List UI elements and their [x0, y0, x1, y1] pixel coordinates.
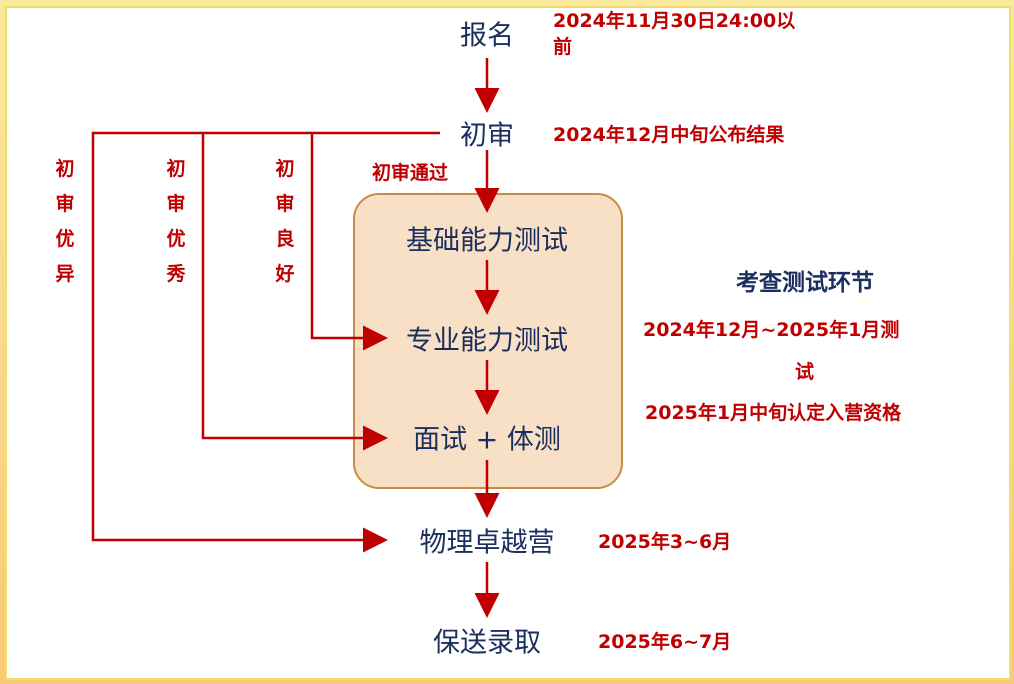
prelim-date: 2024年12月中旬公布结果	[553, 124, 785, 146]
arrow-good-branch	[310, 131, 440, 351]
test-section-title: 考查测试环节	[736, 270, 874, 296]
test-section-line1: 2024年12月~2025年1月测	[643, 319, 900, 341]
node-camp: 物理卓越营	[419, 527, 555, 559]
label-excellent: 初审优秀	[166, 158, 186, 285]
test-section-line3: 2025年1月中旬认定入营资格	[645, 402, 902, 424]
signup-date-line1: 2024年11月30日24:00以	[553, 10, 796, 32]
label-excellent-plus: 初审优异	[55, 158, 75, 285]
arrow-excellent-plus-branch	[91, 131, 388, 553]
node-interview: 面试 + 体测	[413, 424, 561, 456]
node-prelim: 初审	[460, 120, 514, 152]
test-section-line2: 试	[795, 361, 815, 383]
node-major-test: 专业能力测试	[406, 325, 568, 357]
label-good: 初审良好	[275, 158, 295, 285]
node-basic-test: 基础能力测试	[406, 225, 568, 257]
signup-date-line2: 前	[553, 36, 573, 58]
camp-date: 2025年3~6月	[598, 531, 732, 553]
label-pass: 初审通过	[372, 162, 449, 184]
node-admit: 保送录取	[433, 627, 541, 659]
admit-date: 2025年6~7月	[598, 631, 732, 653]
arrow-excellent-branch	[201, 131, 388, 451]
node-signup: 报名	[460, 20, 514, 52]
